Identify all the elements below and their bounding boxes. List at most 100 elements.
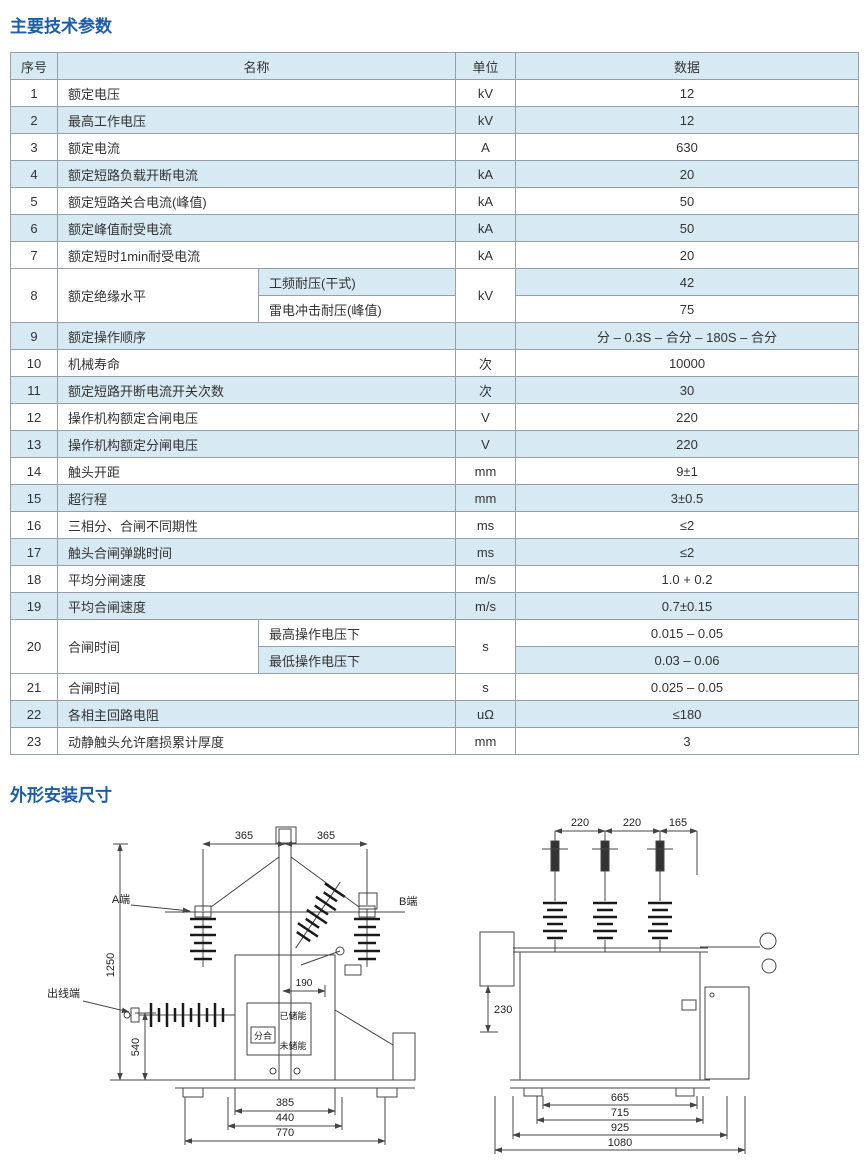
table-row: 15 超行程 mm 3±0.5 <box>10 484 860 512</box>
terminal-a-label: A端 <box>112 893 191 914</box>
cell-name: 触头开距 <box>56 457 457 485</box>
cell-no: 1 <box>10 79 58 107</box>
base-frame-front <box>510 1079 710 1097</box>
cell-unit: kA <box>455 160 517 188</box>
cell-data: 10000 <box>515 349 860 377</box>
cell-name: 三相分、合闸不同期性 <box>56 511 457 539</box>
svg-text:B端: B端 <box>399 895 417 908</box>
table-row: 22 各相主回路电阻 uΩ ≤180 <box>10 700 860 728</box>
control-cabinet <box>704 986 750 1080</box>
cell-name: 额定短路关合电流(峰值) <box>56 187 457 215</box>
cell-unit: kV <box>455 106 517 134</box>
cell-data: 630 <box>515 133 860 161</box>
cell-unit: ms <box>455 511 517 539</box>
cell-no: 20 <box>10 619 58 674</box>
dim-440: 440 <box>227 1097 343 1130</box>
pole-assembly-3 <box>647 833 673 952</box>
cell-data: 0.015 – 0.05 <box>515 619 860 647</box>
cell-unit: 次 <box>455 349 517 377</box>
dim-label: 365 <box>317 830 335 842</box>
table-header-row: 序号 名称 单位 数据 <box>10 52 860 80</box>
cell-name: 触头合闸弹跳时间 <box>56 538 457 566</box>
parameters-table: 序号 名称 单位 数据 1 额定电压 kV 12 2 最高工作电压 kV 12 … <box>10 52 860 755</box>
cell-data: 220 <box>515 430 860 458</box>
cell-name: 额定电压 <box>56 79 457 107</box>
cell-name: 额定短时1min耐受电流 <box>56 241 457 269</box>
col-header-unit: 单位 <box>455 52 517 80</box>
table-row: 2 最高工作电压 kV 12 <box>10 106 860 134</box>
cell-unit: m/s <box>455 565 517 593</box>
cell-data: 1.0 + 0.2 <box>515 565 860 593</box>
tank-front <box>513 947 708 1081</box>
cell-data: ≤2 <box>515 538 860 566</box>
cell-subname: 雷电冲击耐压(峰值) <box>257 295 457 323</box>
cell-unit: m/s <box>455 592 517 620</box>
dim-190: 190 <box>282 978 326 997</box>
table-row: 17 触头合闸弹跳时间 ms ≤2 <box>10 538 860 566</box>
cell-no: 14 <box>10 457 58 485</box>
cell-name: 操作机构额定分闸电压 <box>56 430 457 458</box>
cell-no: 17 <box>10 538 58 566</box>
cell-data: 220 <box>515 403 860 431</box>
dim-385: 385 <box>234 1088 336 1115</box>
cell-no: 21 <box>10 673 58 701</box>
cell-name: 合闸时间 <box>57 619 259 674</box>
svg-text:190: 190 <box>296 978 313 989</box>
cell-no: 23 <box>10 727 58 755</box>
cell-subname: 最高操作电压下 <box>257 619 457 647</box>
table-row: 3 额定电流 A 630 <box>10 133 860 161</box>
svg-text:385: 385 <box>276 1097 294 1109</box>
cell-subname: 工频耐压(干式) <box>257 268 457 296</box>
svg-text:665: 665 <box>611 1092 629 1104</box>
svg-text:220: 220 <box>623 817 641 829</box>
cell-name: 最高工作电压 <box>56 106 457 134</box>
cell-no: 22 <box>10 700 58 728</box>
dim-770: 770 <box>184 1097 386 1145</box>
bell-crank <box>300 946 362 976</box>
table-row: 9 额定操作顺序 分 – 0.3S – 合分 – 180S – 合分 <box>10 322 860 350</box>
cell-data: 75 <box>515 295 860 323</box>
cell-name: 平均合闸速度 <box>56 592 457 620</box>
cell-unit: uΩ <box>455 700 517 728</box>
cell-no: 8 <box>10 268 58 323</box>
cell-unit: A <box>455 133 517 161</box>
cell-data: 0.025 – 0.05 <box>515 673 860 701</box>
cell-unit <box>455 322 517 350</box>
svg-text:540: 540 <box>130 1038 142 1056</box>
table-row: 7 额定短时1min耐受电流 kA 20 <box>10 241 860 269</box>
cell-data: 20 <box>515 160 860 188</box>
section-title-parameters: 主要技术参数 <box>10 17 112 36</box>
cell-unit: kA <box>455 187 517 215</box>
dim-top-365: 365 365 <box>202 830 368 911</box>
cell-unit: kV <box>455 268 517 323</box>
svg-text:1250: 1250 <box>105 953 117 977</box>
cell-no: 10 <box>10 349 58 377</box>
svg-text:出线端: 出线端 <box>47 986 80 1000</box>
cell-unit: V <box>455 430 517 458</box>
mechanism-tank: 分合 已储能 未储能 <box>234 954 336 1081</box>
cell-unit: 次 <box>455 376 517 404</box>
cell-data: 50 <box>515 187 860 215</box>
cell-name: 各相主回路电阻 <box>56 700 457 728</box>
table-row: 12 操作机构额定合闸电压 V 220 <box>10 403 860 431</box>
table-row: 13 操作机构额定分闸电压 V 220 <box>10 430 860 458</box>
cell-name: 额定操作顺序 <box>56 322 457 350</box>
svg-text:925: 925 <box>611 1122 629 1134</box>
cell-data: 12 <box>515 106 860 134</box>
table-row: 5 额定短路关合电流(峰值) kA 50 <box>10 187 860 215</box>
cell-data: 0.03 – 0.06 <box>515 646 860 674</box>
dim-715: 715 <box>536 1096 704 1124</box>
dim-665: 665 <box>542 1092 698 1109</box>
col-header-data: 数据 <box>515 52 860 80</box>
pole-assembly-1 <box>542 833 568 952</box>
svg-text:715: 715 <box>611 1107 629 1119</box>
cell-no: 7 <box>10 241 58 269</box>
table-row: 10 机械寿命 次 10000 <box>10 349 860 377</box>
cell-unit: kA <box>455 241 517 269</box>
dim-top-row: 220 220 165 <box>554 817 698 875</box>
cell-no: 13 <box>10 430 58 458</box>
dim-230: 230 <box>480 985 512 1033</box>
side-view-drawing: 365 365 A端 B端 <box>47 826 417 1145</box>
discharged-indicator-label: 未储能 <box>279 1040 306 1051</box>
